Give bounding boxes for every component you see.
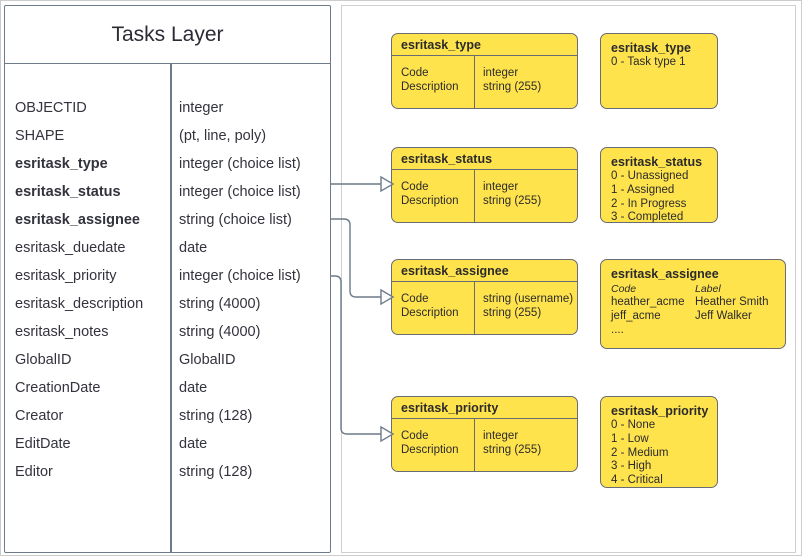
value-box-entry: 0 - Unassigned <box>611 170 689 182</box>
schema-box-title: esritask_type <box>392 34 577 56</box>
value-box-entry: 1 - Low <box>611 432 649 445</box>
value-box-entry: 0 - None <box>611 419 656 431</box>
entity-field-type: (pt, line, poly) <box>179 128 267 144</box>
entity-title: Tasks Layer <box>5 6 330 64</box>
entity-field-name: Creator <box>15 408 64 424</box>
value-box-title: esritask_status <box>611 155 703 169</box>
entity-field-row: SHAPE (pt, line, poly) <box>5 122 330 150</box>
value-box-title: esritask_assignee <box>611 267 719 281</box>
value-box-esritask-priority[interactable]: esritask_priority 0 - None 1 - Low 2 - M… <box>600 396 718 488</box>
schema-box-field-types: string (username)string (255) <box>483 293 574 319</box>
schema-box-title: esritask_assignee <box>392 260 577 282</box>
schema-box-divider <box>474 282 476 334</box>
entity-field-row: esritask_status integer (choice list) <box>5 178 330 206</box>
entity-field-row: CreationDate date <box>5 374 330 402</box>
entity-field-type: string (choice list) <box>179 212 292 228</box>
value-box-esritask-status[interactable]: esritask_status 0 - Unassigned 1 - Assig… <box>600 147 718 223</box>
entity-field-row: esritask_description string (4000) <box>5 290 330 318</box>
entity-field-name: CreationDate <box>15 380 101 396</box>
value-box-esritask-type[interactable]: esritask_type 0 - Task type 1 <box>600 33 718 109</box>
value-box-entry: 2 - Medium <box>611 446 669 459</box>
schema-box-title: esritask_status <box>392 148 577 170</box>
schema-box-divider <box>474 56 476 108</box>
schema-box-divider <box>474 419 476 471</box>
value-box-entry: 0 - Task type 1 <box>611 56 686 68</box>
entity-field-type: string (4000) <box>179 324 261 340</box>
entity-field-row: esritask_assignee string (choice list) <box>5 206 330 234</box>
entity-field-row: EditDate date <box>5 430 330 458</box>
value-box-entry: 4 - Critical <box>611 474 663 487</box>
entity-field-row: esritask_type integer (choice list) <box>5 150 330 178</box>
entity-field-name: EditDate <box>15 436 71 452</box>
entity-field-row: OBJECTID integer <box>5 94 330 122</box>
entity-field-name: Editor <box>15 464 53 480</box>
value-box-entry: 3 - High <box>611 460 652 473</box>
entity-field-row: GlobalID GlobalID <box>5 346 330 374</box>
schema-box-divider <box>474 170 476 222</box>
entity-field-row: esritask_notes string (4000) <box>5 318 330 346</box>
entity-field-name: esritask_type <box>15 156 108 172</box>
entity-column-divider <box>170 64 172 552</box>
entity-field-row: esritask_priority integer (choice list) <box>5 262 330 290</box>
value-box-entry: 2 - In Progress <box>611 197 687 210</box>
entity-field-name: esritask_status <box>15 184 121 200</box>
entity-field-type: string (128) <box>179 464 253 480</box>
schema-box-title: esritask_priority <box>392 397 577 419</box>
entity-field-type: date <box>179 380 208 396</box>
entity-field-name: SHAPE <box>15 128 65 144</box>
entity-field-row: Creator string (128) <box>5 402 330 430</box>
entity-field-type: date <box>179 240 208 256</box>
entity-field-name: esritask_notes <box>15 324 109 340</box>
entity-field-row: Editor string (128) <box>5 458 330 486</box>
value-box-entry: 3 - Completed <box>611 211 684 224</box>
entity-field-type: string (4000) <box>179 296 261 312</box>
entity-field-type: date <box>179 436 208 452</box>
entity-field-name: GlobalID <box>15 352 72 368</box>
entity-field-type: integer (choice list) <box>179 156 301 172</box>
value-box-title: esritask_priority <box>611 404 709 418</box>
value-box-entry: 1 - Assigned <box>611 183 675 196</box>
entity-field-type: integer (choice list) <box>179 268 301 284</box>
entity-field-name: OBJECTID <box>15 100 87 116</box>
entity-field-name: esritask_description <box>15 296 144 312</box>
entity-field-type: string (128) <box>179 408 253 424</box>
entity-field-row: esritask_duedate date <box>5 234 330 262</box>
entity-field-name: esritask_assignee <box>15 212 140 228</box>
entity-field-name: esritask_priority <box>15 268 117 284</box>
value-box-title: esritask_type <box>611 41 691 55</box>
entity-field-type: integer <box>179 100 224 116</box>
entity-field-type: integer (choice list) <box>179 184 301 200</box>
value-box-table-row: .... <box>611 323 624 336</box>
entity-field-name: esritask_duedate <box>15 240 126 256</box>
entity-field-type: GlobalID <box>179 352 236 368</box>
